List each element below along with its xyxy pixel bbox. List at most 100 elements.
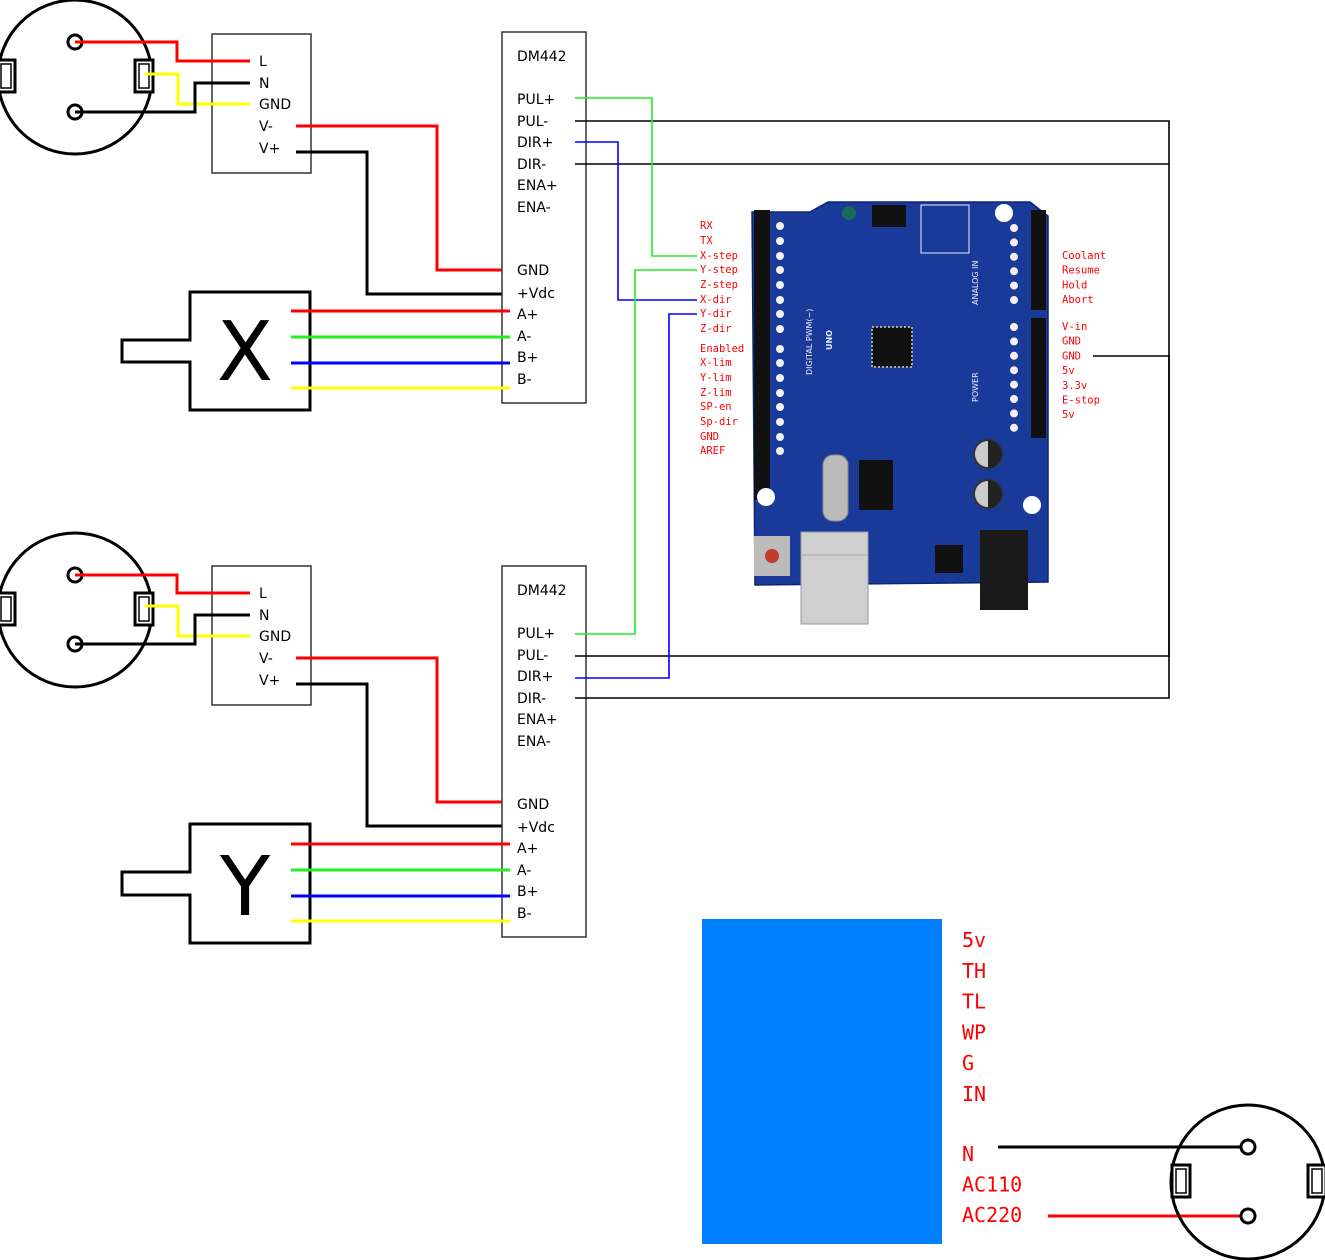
pin-hole [776,359,784,367]
pin-hole [1010,366,1018,375]
pin-hole [776,447,784,455]
arduino-pin-label: Resume [1062,265,1100,277]
driver-pin-label: ENA- [517,734,551,750]
wire-psu-vplus [296,682,510,828]
pin-hole [1010,267,1018,276]
arduino-pin-label: SP-en [700,401,732,413]
psu-pin-label: V- [259,119,273,135]
arduino-pin-label: X-dir [700,294,732,306]
driver-pin-label: ENA+ [517,178,558,194]
driver-title: DM442 [517,583,567,599]
stepper-motor-y: Y [120,822,312,945]
driver-pin-label: DIR- [517,691,546,707]
driver-pin-label: DIR+ [517,135,553,151]
motor-label: X [217,305,273,400]
plug-ground-clip [0,58,17,94]
jumper-block [920,204,970,254]
driver-pin-label: B- [517,906,532,922]
pin-hole [1010,380,1018,389]
stepper-driver-y: DM442 PUL+ PUL- DIR+ DIR- ENA+ ENA- GND … [501,565,587,938]
driver-pin-label: PUL- [517,114,548,130]
arduino-pin-label: TX [700,235,713,247]
driver-pin-label: A+ [517,841,538,857]
arduino-pin-label: Sp-dir [700,416,738,428]
driver-pin-label: A+ [517,307,538,323]
driver-pin-label: PUL+ [517,626,555,642]
pin-hole [1010,351,1018,360]
arduino-pin-label: 5v [1062,365,1075,377]
psu-pin-label: GND [259,97,291,113]
psu-pin-label: L [259,586,267,602]
arduino-pin-label: Y-step [700,264,738,276]
pin-hole [776,433,784,441]
driver-pin-label: B+ [517,350,538,366]
pin-hole [1010,323,1018,331]
wire-dir-minus-y-to-gnd [575,355,1170,699]
digital-pin-holes [776,222,784,455]
analog-header [1031,210,1046,310]
pin-hole [776,296,784,304]
voltage-regulator [935,545,963,573]
arduino-uno-board: UNO DIGITAL PWM(~) ANALOG IN POWER [751,201,1049,625]
pin-hole [776,237,784,245]
pin-hole [776,389,784,397]
arduino-pin-label: X-step [700,250,738,262]
wire-psu-vplus [296,150,510,296]
psu-pin-label: V+ [259,673,280,689]
pin-hole [1010,409,1018,418]
plug-ground-clip [133,591,155,627]
wire-neutral [75,81,250,114]
arduino-pin-label: E-stop [1062,395,1100,407]
arduino-pin-label: Z-dir [700,323,732,335]
pin-hole [1010,395,1018,403]
wire-psu-vminus [296,124,510,272]
wire-x-dir [575,141,697,301]
dc-power-jack [980,530,1028,610]
arduino-pin-label: GND [1062,336,1081,348]
arduino-pin-label: Enabled [700,343,744,355]
pin-hole [1010,281,1018,290]
relay-pin-label: G [962,1051,974,1075]
driver-pin-label: DIR- [517,157,546,173]
arduino-pin-label: 3.3v [1062,380,1087,392]
driver-pin-label: A- [517,863,531,879]
psu-pin-label: L [259,54,267,70]
driver-pin-label: PUL+ [517,92,555,108]
relay-ac-label: N [962,1142,974,1166]
arduino-pin-label: Abort [1062,294,1094,306]
pin-hole [776,403,784,411]
ac-plug-top [0,0,155,156]
arduino-pin-label: GND [700,431,719,443]
pin-hole [776,252,784,260]
icsp-header [872,205,906,227]
driver-pin-label: B+ [517,884,538,900]
mounting-hole [842,206,856,220]
arduino-pin-label: V-in [1062,321,1087,333]
arduino-pin-label: Z-lim [700,387,732,399]
driver-pin-label: GND [517,263,549,279]
pin-hole [776,222,784,230]
arduino-pin-label: Hold [1062,279,1087,291]
usb-b-port [800,531,869,625]
ac-plug-bottom-right [1169,1103,1325,1260]
plug-pin-hole [1239,1207,1257,1225]
ac-plug-bottom-left [0,531,155,689]
usb-serial-chip [859,460,893,510]
pin-hole [1010,224,1018,232]
relay-pin-label: WP [962,1020,986,1044]
driver-pin-label: DIR+ [517,669,553,685]
pin-hole [1010,423,1018,432]
mounting-hole [1023,496,1041,514]
relay-pin-label: TL [962,990,986,1014]
pin-hole [776,325,784,333]
arduino-pin-label: Y-lim [700,372,732,384]
plug-pin-hole [1239,1138,1257,1156]
relay-pin-label: 5v [962,928,986,952]
relay-ac-label: AC110 [962,1173,1022,1197]
arduino-pin-label: Coolant [1062,250,1106,262]
wire-ground [145,604,250,638]
stepper-driver-x: DM442 PUL+ PUL- DIR+ DIR- ENA+ ENA- GND … [501,31,587,404]
wire-x-step [575,97,697,257]
